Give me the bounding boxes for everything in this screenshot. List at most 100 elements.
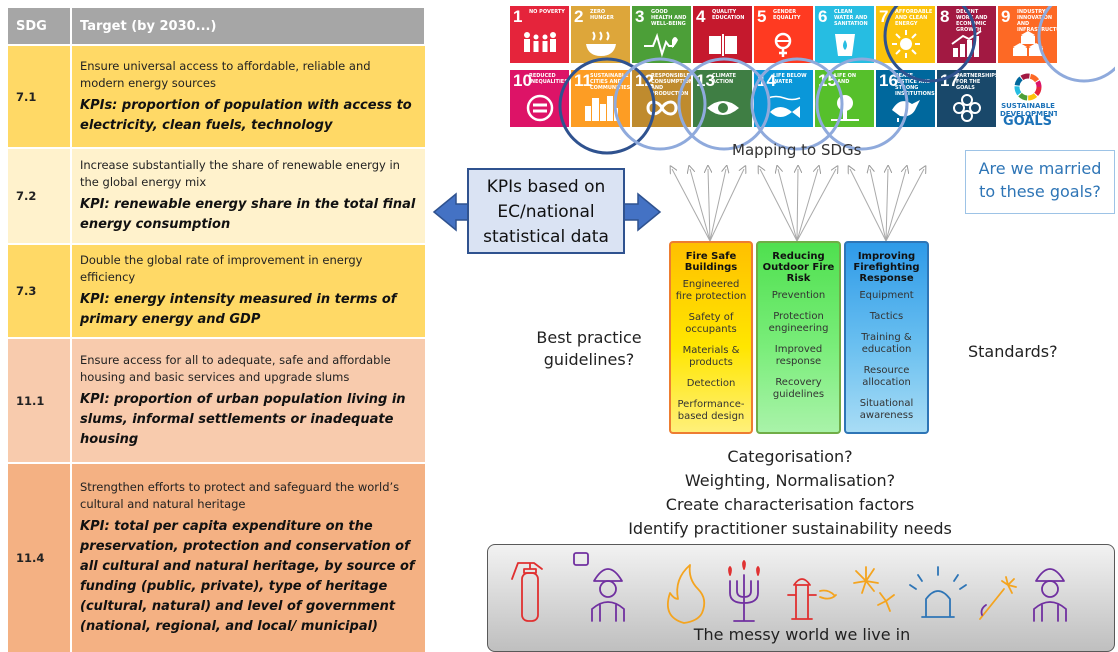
sdg-logo-goals: GOALS (1002, 114, 1053, 127)
target-text: Ensure universal access to affordable, r… (80, 58, 371, 90)
sdg-label: Industry, innovation and infrastructure (1017, 9, 1057, 33)
characterisation-text: Create characterisation factors (665, 495, 915, 514)
header-sdg: SDG (8, 8, 72, 45)
flame-icon (666, 564, 706, 624)
column-fire-safe-buildings: Fire Safe Buildings Engineered fire prot… (669, 241, 753, 434)
firefighter-icon (573, 552, 625, 622)
column-item: Protection engineering (768, 311, 829, 334)
sdg-number: 3 (635, 7, 645, 26)
table-header-row: SDG Target (by 2030...) (8, 8, 426, 45)
sdg-goals-grid: 1 No poverty 2 Zero hunger 3 Good health… (510, 6, 1115, 155)
target-text: Ensure access for all to adequate, safe … (80, 352, 391, 384)
sdg-number: 4 (696, 7, 706, 26)
sdg-label: No poverty (529, 9, 565, 15)
fireworks-icon (853, 566, 895, 612)
column-item: Situational awareness (859, 398, 914, 421)
target-cell: Increase substantially the share of rene… (71, 147, 425, 244)
column-item: Materials & products (682, 345, 740, 368)
mapping-label: Mapping to SDGs (732, 141, 862, 159)
column-item: Recovery guidelines (772, 377, 825, 400)
column-item: Equipment (859, 290, 914, 301)
column-item: Prevention (771, 290, 826, 301)
mapping-arrows (660, 163, 940, 242)
column-title: Improving Firefighting Response (853, 251, 920, 284)
sdg-label: Zero hunger (590, 9, 614, 21)
column-item: Improved response (774, 344, 823, 367)
sdg-number: 17 (940, 71, 959, 90)
fire-extinguisher-icon (511, 562, 543, 622)
column-improving-firefighting-response: Improving Firefighting Response Equipmen… (844, 241, 929, 434)
header-target: Target (by 2030...) (71, 8, 426, 45)
standards-label: Standards? (968, 342, 1058, 361)
kpi-source-box: KPIs based on EC/national statistical da… (467, 168, 625, 254)
target-cell: Ensure access for all to adequate, safe … (71, 337, 425, 463)
kpi-box-line: KPIs based on (486, 177, 606, 197)
kpi-text: KPI: renewable energy share in the total… (80, 197, 416, 232)
sdg-code: 11.4 (8, 462, 72, 652)
table-row: 7.3 Double the global rate of improvemen… (8, 243, 425, 338)
kpi-text: KPI: energy intensity measured in terms … (80, 292, 397, 327)
sdg-label: Life below water (773, 73, 807, 85)
target-text: Increase substantially the share of rene… (80, 158, 400, 189)
sdg-number: 5 (757, 7, 767, 26)
column-item: Performance-based design (677, 399, 745, 422)
sdg-tile-3: 3 Good health and well-being (632, 6, 691, 63)
column-reducing-outdoor-fire-risk: Reducing Outdoor Fire Risk Prevention Pr… (756, 241, 841, 434)
messy-world-label: The messy world we live in (693, 625, 911, 644)
sdg-label: Reduced inequalities (529, 73, 568, 85)
weighting-text: Weighting, Normalisation? (684, 471, 896, 490)
sdg-code: 11.1 (8, 337, 72, 463)
sdg-number: 7 (879, 7, 889, 26)
sun-icon (892, 30, 920, 58)
column-item: Training & education (861, 332, 912, 355)
best-practice-line: guidelines? (543, 350, 635, 369)
sdg-number: 16 (879, 71, 898, 90)
question-line: to these goals? (979, 182, 1101, 201)
firefighter-icon (1033, 568, 1067, 622)
sdg-label: Sustainable cities and communities (590, 73, 630, 91)
book-icon (709, 34, 737, 56)
sdg-tile-2: 2 Zero hunger (571, 6, 630, 63)
column-item: Tactics (869, 311, 904, 322)
best-practice-line: Best practice (536, 328, 642, 347)
target-cell: Strengthen efforts to protect and safegu… (71, 462, 425, 652)
sdg-label: Peace, justice and strong institutions (895, 73, 935, 97)
sdg-highlight-rings (558, 6, 1115, 155)
hydrant-icon (787, 578, 837, 620)
best-practice-label: Best practice guidelines? (530, 327, 648, 371)
sdg-code: 7.3 (8, 243, 72, 338)
question-line: Are we married (978, 159, 1102, 178)
kpi-text: KPI: total per capita expenditure on the… (80, 519, 415, 634)
sdg-tile-5: 5 Gender equality (754, 6, 813, 63)
kpi-box-line: EC/national (497, 202, 595, 222)
sdg-number: 1 (513, 7, 523, 26)
messy-world-icons (511, 552, 1067, 624)
sparkler-icon (979, 576, 1017, 620)
messy-world-box: The messy world we live in (487, 544, 1115, 652)
sdg-label: Gender equality (773, 9, 801, 21)
sdg-number: 2 (574, 7, 584, 26)
candelabra-icon (728, 560, 760, 622)
column-title: Reducing Outdoor Fire Risk (762, 251, 835, 284)
sdg-label: Affordable and clean energy (895, 9, 933, 27)
target-text: Double the global rate of improvement in… (80, 253, 363, 284)
fish-icon (767, 95, 801, 118)
sdg-number: 9 (1001, 7, 1011, 26)
column-item: Detection (686, 378, 736, 389)
column-item: Safety of occupants (685, 312, 737, 335)
kpi-text: KPIs: proportion of population with acce… (80, 97, 412, 133)
column-title: Fire Safe Buildings (684, 251, 738, 273)
sdg-tile-10: 10 Reduced inequalities (510, 70, 569, 127)
sdg-label: Good health and well-being (651, 9, 687, 27)
gender-icon (774, 32, 792, 57)
sdg-tile-6: 6 Clean water and sanitation (815, 6, 874, 63)
sdg-label: Clean water and sanitation (834, 9, 868, 27)
kpi-box-line: statistical data (483, 227, 609, 247)
sdg-target-table: SDG Target (by 2030...) 7.1 Ensure unive… (8, 8, 426, 652)
sdg-tile-14: 14 Life below water (754, 70, 813, 127)
column-item: Engineered fire protection (675, 279, 747, 302)
sdg-tile-17: 17 Partnerships for the goals (937, 70, 996, 127)
sdg-label: Climate action (712, 73, 736, 85)
sdg-label: Quality education (712, 9, 745, 21)
